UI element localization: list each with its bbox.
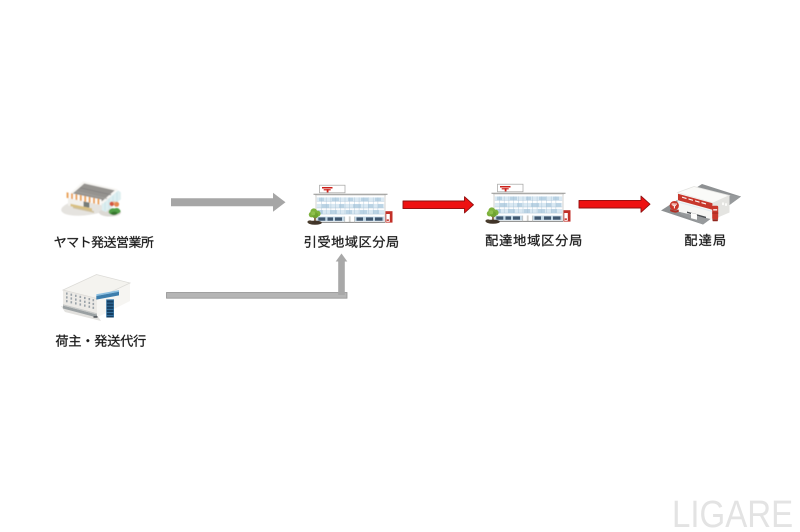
svg-text:LIGARE: LIGARE [672, 493, 793, 532]
